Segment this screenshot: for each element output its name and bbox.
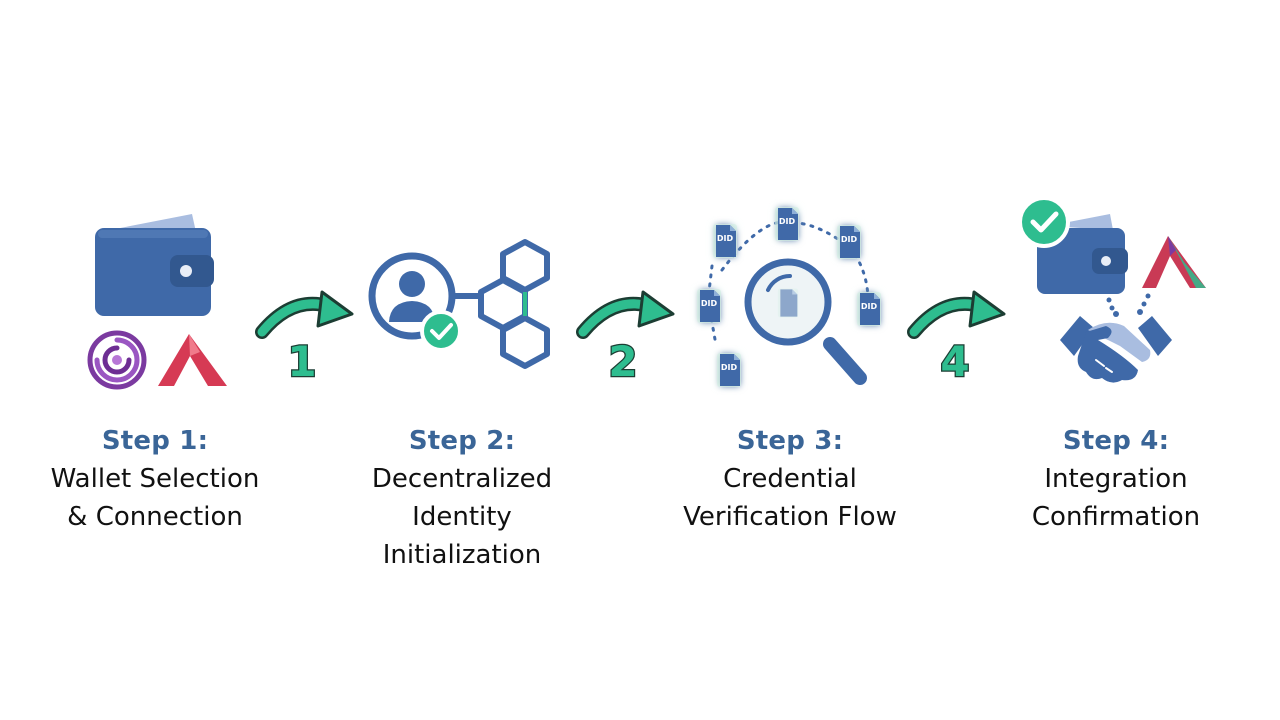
step-3-line: Credential (723, 464, 857, 494)
hexagon-network-icon (478, 239, 550, 369)
did-label: DID (861, 302, 878, 311)
step-3-heading: Step 3: (736, 426, 844, 456)
check-badge-icon (420, 310, 462, 352)
step-1-heading: Step 1: (101, 426, 209, 456)
step-2-description: Decentralized Identity Initialization (312, 460, 612, 574)
step-3-line: Verification Flow (683, 502, 897, 532)
step-1-description: Wallet Selection & Connection (5, 460, 305, 536)
step-2-line: Identity (412, 502, 512, 532)
step-3-description: Credential Verification Flow (640, 460, 940, 536)
step-2-heading: Step 2: (408, 426, 516, 456)
credential-orbit (706, 220, 870, 347)
triangle-logo-icon (1142, 236, 1206, 288)
step-1-line: & Connection (67, 502, 243, 532)
handshake-icon (1060, 316, 1172, 383)
arrow-2 (576, 290, 675, 339)
arrow-number-2: 2 (608, 337, 637, 386)
step-2-line: Initialization (382, 540, 542, 570)
did-label: DID (779, 217, 796, 226)
check-badge-icon (1018, 196, 1070, 248)
did-label: DID (717, 234, 734, 243)
wallet-icon (95, 214, 214, 316)
magnifier-icon (744, 258, 867, 385)
step-2-block: Step 2: Decentralized Identity Initializ… (312, 422, 612, 574)
did-label: DID (701, 299, 718, 308)
step-4-description: Integration Confirmation (966, 460, 1266, 536)
step-1-line: Wallet Selection (50, 464, 260, 494)
step-4-heading: Step 4: (1062, 426, 1170, 456)
step-4-line: Confirmation (1031, 502, 1201, 532)
arrow-number-1: 1 (287, 337, 316, 386)
step-3-block: Step 3: Credential Verification Flow (640, 422, 940, 536)
arrow-1 (255, 290, 354, 339)
swirl-logo-icon (87, 330, 147, 390)
step-4-block: Step 4: Integration Confirmation (966, 422, 1266, 536)
triangle-logo-icon (158, 334, 227, 386)
arrow-number-4: 4 (940, 337, 969, 386)
wallet-icon (1037, 214, 1128, 294)
arrow-3 (907, 290, 1006, 339)
step-2-line: Decentralized (371, 464, 553, 494)
did-label: DID (721, 363, 738, 372)
step-1-block: Step 1: Wallet Selection & Connection (5, 422, 305, 536)
did-document-labels: DID DID DID DID DID DID (701, 217, 878, 372)
did-label: DID (841, 235, 858, 244)
connection-dots (1106, 293, 1151, 317)
step-4-line: Integration (1044, 464, 1188, 494)
